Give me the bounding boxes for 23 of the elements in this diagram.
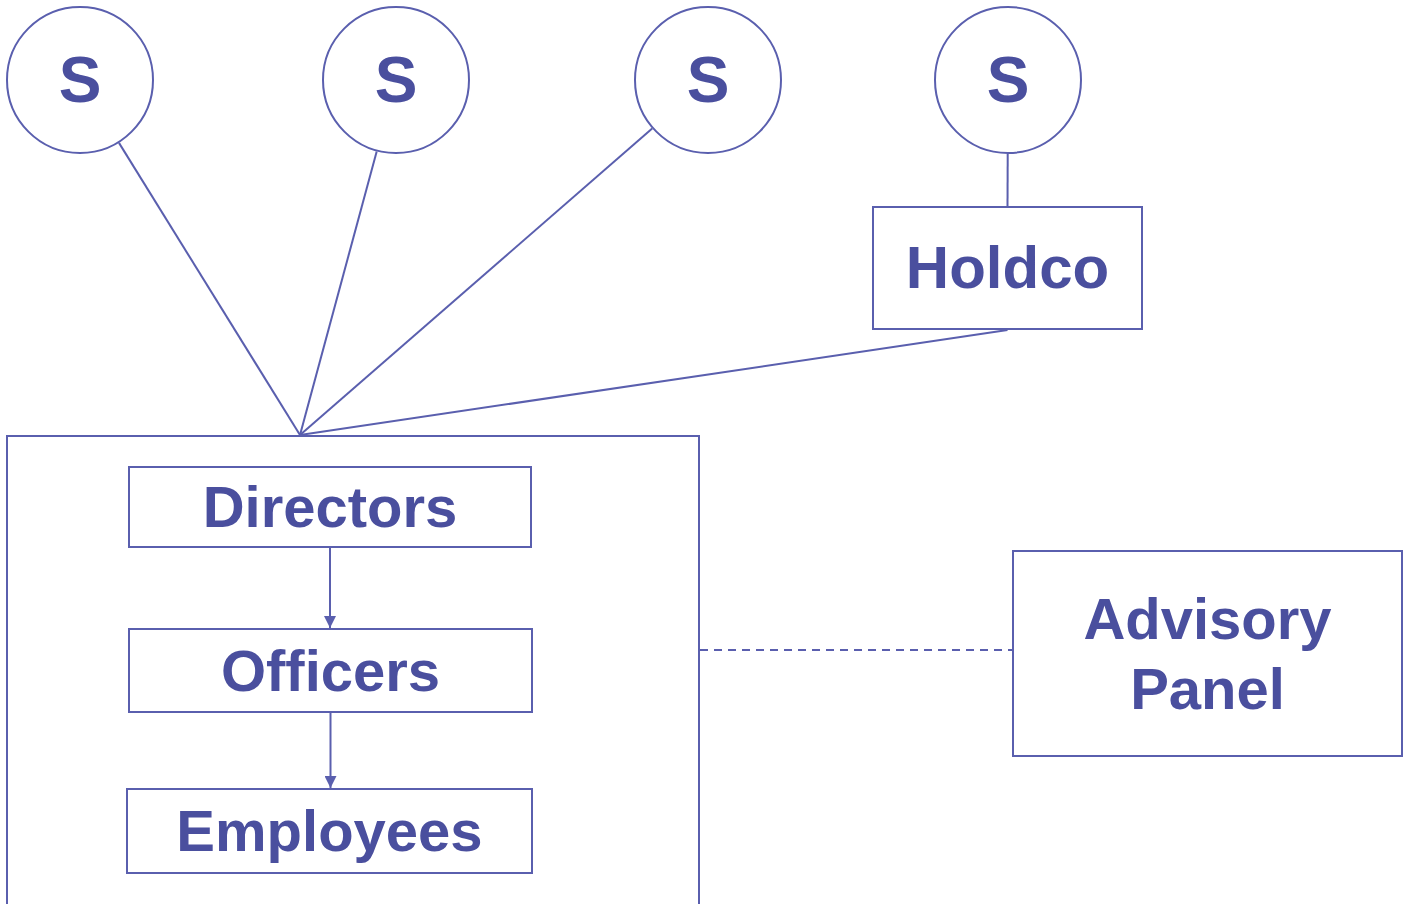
connector-line <box>299 150 378 436</box>
entity-label: Employees <box>176 797 483 866</box>
company-frame <box>6 435 700 904</box>
arrow <box>324 547 336 629</box>
connector-line <box>699 649 1013 651</box>
entity-box <box>128 466 532 548</box>
connector-line <box>1006 153 1009 207</box>
entity-box <box>872 206 1143 330</box>
entity-label: Officers <box>220 636 441 705</box>
connector-line <box>118 141 301 436</box>
entity-box <box>1012 550 1403 757</box>
connector-line <box>299 127 654 436</box>
entity-box <box>128 628 533 713</box>
entity-box <box>126 788 533 874</box>
entity-label: Directors <box>202 473 458 542</box>
shareholder-label: S <box>986 42 1030 118</box>
shareholder-label: S <box>374 42 418 118</box>
entity-label: Advisory Panel <box>1082 584 1333 723</box>
connector-line <box>299 329 1009 436</box>
shareholder-label: S <box>58 42 102 118</box>
arrow <box>324 712 337 789</box>
entity-label: Holdco <box>905 233 1110 303</box>
shareholder-label: S <box>686 42 730 118</box>
